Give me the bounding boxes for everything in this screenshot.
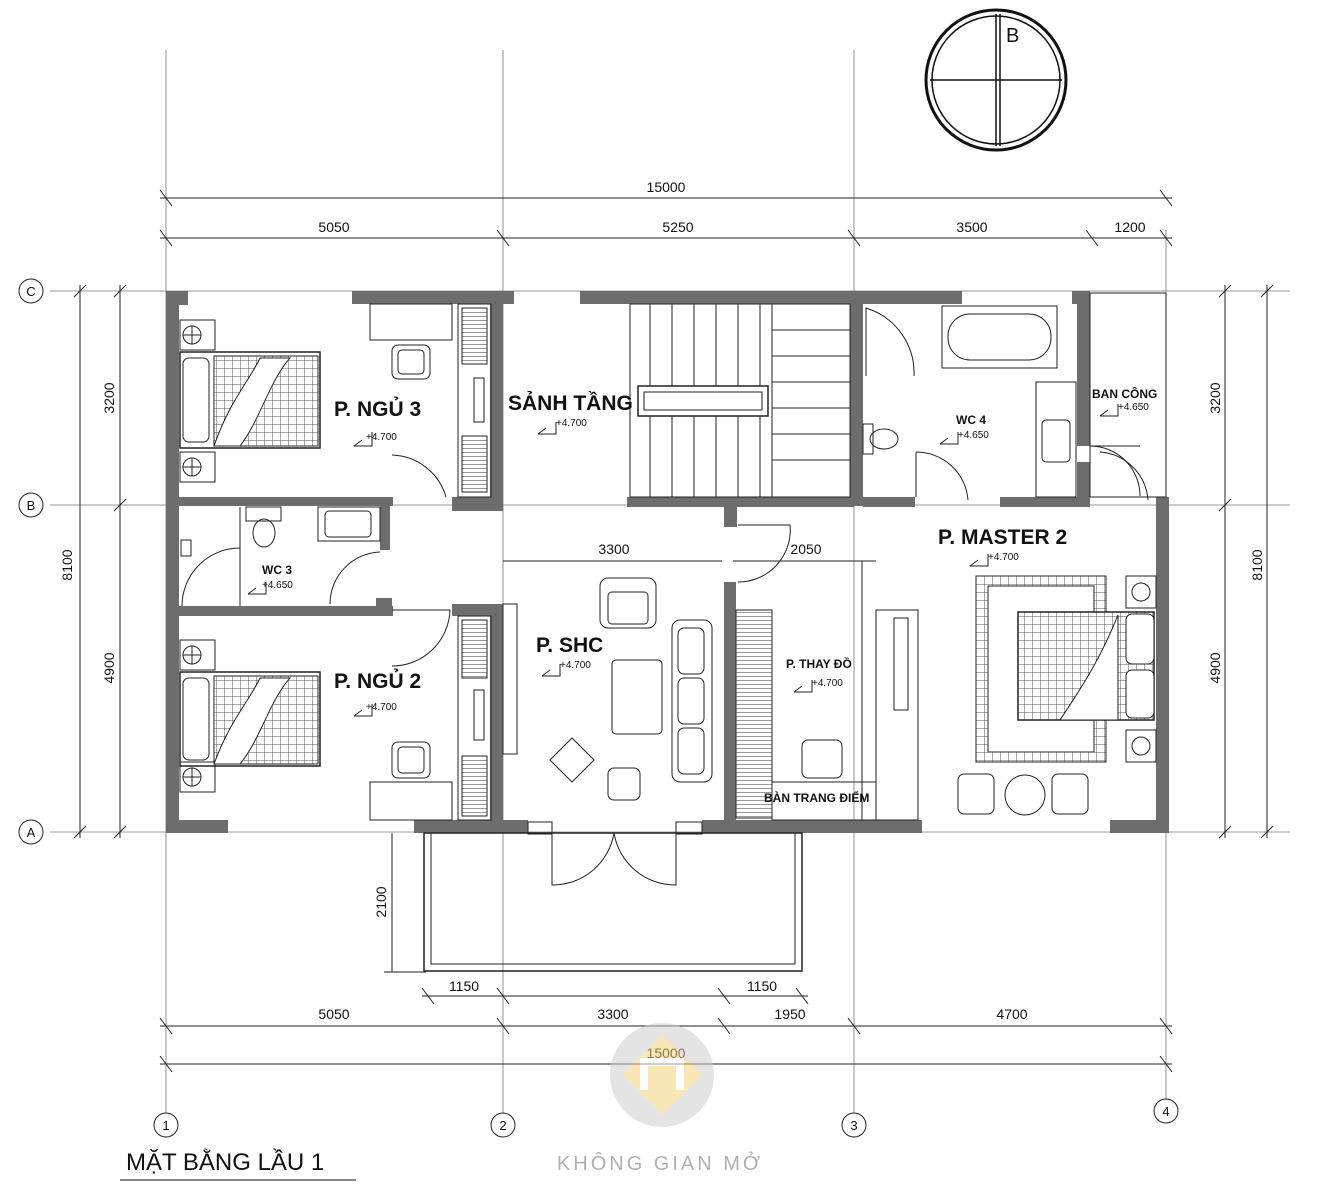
watermark-logo	[610, 1023, 714, 1127]
room-label-dressing: P. THAY ĐỒ	[786, 656, 852, 671]
level-master: +4.700	[988, 552, 1019, 563]
level-dressing: +4.700	[812, 678, 843, 689]
level-balcony: +4.650	[1118, 402, 1149, 413]
grid-bubble-4: 4	[1153, 1098, 1179, 1124]
level-marker	[939, 432, 959, 445]
level-bed3: +4.700	[366, 432, 397, 443]
dim-right-1: 3200	[1207, 382, 1223, 413]
living-room-furniture	[502, 560, 876, 801]
dim-right-total: 8100	[1249, 549, 1265, 580]
dim-right-2: 4900	[1207, 652, 1223, 683]
bed-2-furniture	[179, 609, 492, 821]
level-marker	[1099, 404, 1119, 417]
svg-text:B: B	[1006, 25, 1019, 47]
dim-bottom-3: 1950	[774, 1006, 805, 1022]
grid-bubble-a: A	[18, 819, 44, 845]
level-marker	[537, 422, 557, 435]
svg-text:3: 3	[850, 1118, 857, 1133]
room-label-lobby: SẢNH TẦNG	[508, 392, 633, 415]
grid-bubble-c: C	[18, 278, 44, 304]
dim-top-2: 5250	[662, 219, 693, 235]
wc-3-fixtures	[180, 454, 447, 607]
level-marker	[247, 582, 267, 595]
label-vanity: BÀN TRANG ĐIỂM	[764, 790, 869, 805]
room-label-balcony: BAN CÔNG	[1092, 386, 1157, 401]
north-compass-icon: B	[924, 8, 1068, 152]
svg-text:B: B	[27, 498, 36, 513]
dim-top-3: 3500	[956, 219, 987, 235]
level-lobby: +4.700	[556, 418, 587, 429]
dim-inner-3300: 3300	[598, 541, 629, 557]
level-marker	[793, 680, 813, 693]
room-label-living: P. SHC	[536, 634, 603, 657]
dim-balcony-depth: 2100	[373, 886, 389, 917]
room-label-master: P. MASTER 2	[938, 526, 1067, 549]
level-marker	[353, 432, 373, 447]
level-marker	[541, 664, 561, 677]
grid-bubble-3: 3	[841, 1112, 867, 1138]
room-label-wc4: WC 4	[956, 413, 986, 427]
dim-top-total: 15000	[647, 179, 686, 195]
front-balcony: 2100	[373, 821, 803, 973]
top-dimensions: 15000 5050 5250 3500 1200	[159, 179, 1173, 247]
dim-balcony-right: 1150	[747, 978, 777, 994]
dim-bottom-2: 3300	[597, 1006, 628, 1022]
dim-inner-2050: 2050	[790, 541, 821, 557]
side-dimensions: 3200 4900 8100 3200 4900 8100	[59, 284, 1274, 839]
dim-left-1: 3200	[101, 382, 117, 413]
level-marker	[353, 704, 373, 717]
grid-bubble-1: 1	[153, 1112, 179, 1138]
drawing-title: MẶT BẰNG LẦU 1	[126, 1148, 324, 1176]
svg-text:2: 2	[499, 1118, 506, 1133]
room-label-bed2: P. NGỦ 2	[334, 669, 421, 693]
level-wc3: +4.650	[262, 580, 293, 591]
level-bed2: +4.700	[366, 702, 397, 713]
wc-4-fixtures	[862, 305, 1077, 501]
dim-top-4: 1200	[1114, 219, 1145, 235]
svg-text:A: A	[27, 825, 36, 840]
watermark-text: KHÔNG GIAN MỞ	[557, 1151, 763, 1175]
level-marker	[969, 554, 989, 567]
dim-bottom-4: 4700	[996, 1006, 1027, 1022]
level-wc4: +4.650	[958, 430, 989, 441]
master-bedroom-furniture	[957, 451, 1157, 816]
dim-left-2: 4900	[101, 652, 117, 683]
dim-top-1: 5050	[318, 219, 349, 235]
room-label-bed3: P. NGỦ 3	[334, 397, 421, 421]
dim-balcony-left: 1150	[449, 978, 479, 994]
dim-bottom-1: 5050	[318, 1006, 349, 1022]
svg-text:4: 4	[1162, 1104, 1169, 1119]
staircase	[629, 303, 851, 583]
grid-bubble-b: B	[18, 492, 44, 518]
dressing-room-furniture	[735, 561, 919, 821]
walls	[166, 291, 1169, 833]
grid-bubble-2: 2	[490, 1112, 516, 1138]
svg-text:C: C	[26, 284, 35, 299]
svg-text:1: 1	[162, 1118, 169, 1133]
level-living: +4.700	[560, 660, 591, 671]
room-label-wc3: WC 3	[262, 563, 292, 577]
dim-left-total: 8100	[59, 549, 75, 580]
bed-3-furniture	[179, 303, 492, 498]
